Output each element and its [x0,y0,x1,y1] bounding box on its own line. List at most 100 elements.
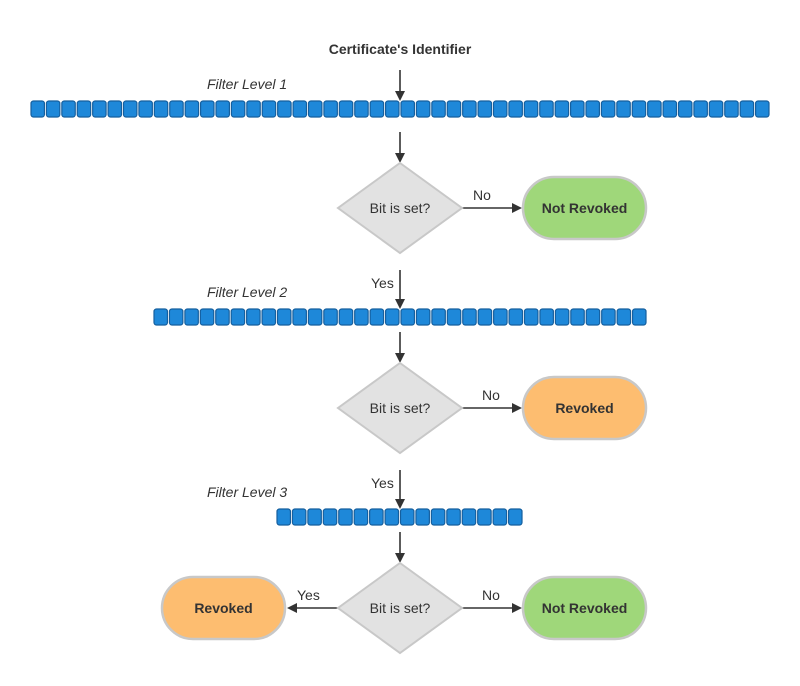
filter-level-1-bit-cell [708,100,724,118]
filter-level-1-bit-cell [477,100,493,118]
filter-level-3-bit-cell [492,508,508,526]
filter-level-2-bit-cell [153,308,169,326]
filter-level-2-bit-cell [400,308,416,326]
filter-level-3-bit-array [276,508,523,526]
filter-level-1-bit-cell [631,100,647,118]
filter-level-3-bit-cell [276,508,292,526]
terminal-revoked-1 [521,375,648,441]
filter-level-1-bit-cell [539,100,554,118]
filter-level-2-bit-cell [477,308,493,326]
filter-level-1-bit-cell [585,100,601,118]
filter-level-1-bit-cell [76,100,92,118]
filter-level-2-bit-array [153,308,647,326]
filter-level-1-bit-cell [153,100,169,118]
filter-level-2-bit-cell [585,308,601,326]
filter-level-3-bit-cell [369,508,384,526]
filter-level-3-bit-cell [461,508,477,526]
filter-level-2-bit-cell [215,308,230,326]
filter-level-1-bit-cell [61,100,76,118]
filter-level-2-bit-cell [354,308,369,326]
filter-level-1-bit-cell [739,100,755,118]
filter-level-1-bit-cell [184,100,200,118]
terminal-revoked-2 [160,575,287,641]
decision-1-yes-label: Yes [371,275,394,291]
filter-level-1-bit-cell [415,100,431,118]
filter-level-1-bit-cell [677,100,693,118]
filter-level-1-bit-cell [292,100,308,118]
filter-level-3-bit-cell [338,508,353,526]
decision-1-no-label: No [473,187,491,203]
filter-level-2-label: Filter Level 2 [207,284,287,300]
terminal-revoked-2-label: Revoked [194,600,252,616]
filter-level-1-bit-cell [138,100,153,118]
filter-level-2-bit-cell [369,308,385,326]
filter-level-1-bit-cell [462,100,477,118]
filter-level-3-bit-cell [384,508,400,526]
filter-level-3-bit-cell [353,508,369,526]
filter-level-3-bit-cell [307,508,322,526]
diagram-title: Certificate's Identifier [329,41,472,57]
filter-level-1-bit-cell [246,100,261,118]
decision-2-no-label: No [482,387,500,403]
filter-level-3-bit-cell [507,508,523,526]
filter-level-1-bit-cell [693,100,708,118]
filter-level-3-bit-cell [446,508,461,526]
filter-level-3-bit-cell [477,508,492,526]
filter-level-1-bit-cell [323,100,338,118]
filter-level-2-bit-cell [508,308,524,326]
filter-level-3-bit-cell [291,508,307,526]
decision-2-diamond [336,361,464,455]
filter-level-1-bit-cell [446,100,462,118]
filter-level-1-label: Filter Level 1 [207,76,287,92]
filter-level-2-bit-cell [431,308,446,326]
filter-level-2-bit-cell [184,308,199,326]
filter-level-2-bit-cell [601,308,616,326]
filter-level-1-bit-cell [569,100,585,118]
filter-level-2-bit-cell [462,308,477,326]
filter-level-1-bit-cell [400,100,416,118]
decision-3-no-label: No [482,587,500,603]
filter-level-3-bit-cell [399,508,415,526]
filter-level-1-bit-cell [307,100,323,118]
filter-level-1-bit-cell [647,100,662,118]
filter-level-1-bit-array [30,100,770,118]
filter-level-2-bit-cell [493,308,508,326]
filter-level-2-bit-cell [246,308,261,326]
filter-level-2-bit-cell [199,308,215,326]
terminal-not-revoked-1 [521,175,648,241]
filter-level-3-bit-cell [322,508,338,526]
terminal-not-revoked-2 [521,575,648,641]
filter-level-1-bit-cell [122,100,138,118]
terminal-not-revoked-1-label: Not Revoked [542,200,628,216]
filter-level-1-bit-cell [107,100,123,118]
filter-level-2-bit-cell [323,308,338,326]
filter-level-2-bit-cell [570,308,585,326]
filter-level-2-bit-cell [616,308,632,326]
filter-level-1-bit-cell [45,100,61,118]
filter-level-1-bit-cell [600,100,616,118]
terminal-not-revoked-2-label: Not Revoked [542,600,628,616]
decision-3-diamond [336,561,464,655]
filter-level-3-bit-cell [415,508,430,526]
decision-3-question: Bit is set? [370,600,431,616]
filter-level-1-bit-cell [30,100,46,118]
filter-level-1-bit-cell [554,100,570,118]
filter-level-1-bit-cell [616,100,631,118]
filter-level-1-bit-cell [662,100,678,118]
decision-1-diamond [336,161,464,255]
filter-level-2-bit-cell [631,308,647,326]
filter-level-1-bit-cell [492,100,508,118]
filter-level-3-bit-cell [430,508,446,526]
filter-level-1-bit-cell [215,100,231,118]
decision-1-question: Bit is set? [370,200,431,216]
filter-level-2-bit-cell [292,308,307,326]
filter-level-1-bit-cell [523,100,539,118]
filter-level-1-bit-cell [230,100,246,118]
filter-level-2-bit-cell [554,308,570,326]
filter-level-2-bit-cell [338,308,354,326]
filter-level-2-bit-cell [307,308,323,326]
filter-level-2-bit-cell [261,308,277,326]
filter-level-1-bit-cell [92,100,107,118]
